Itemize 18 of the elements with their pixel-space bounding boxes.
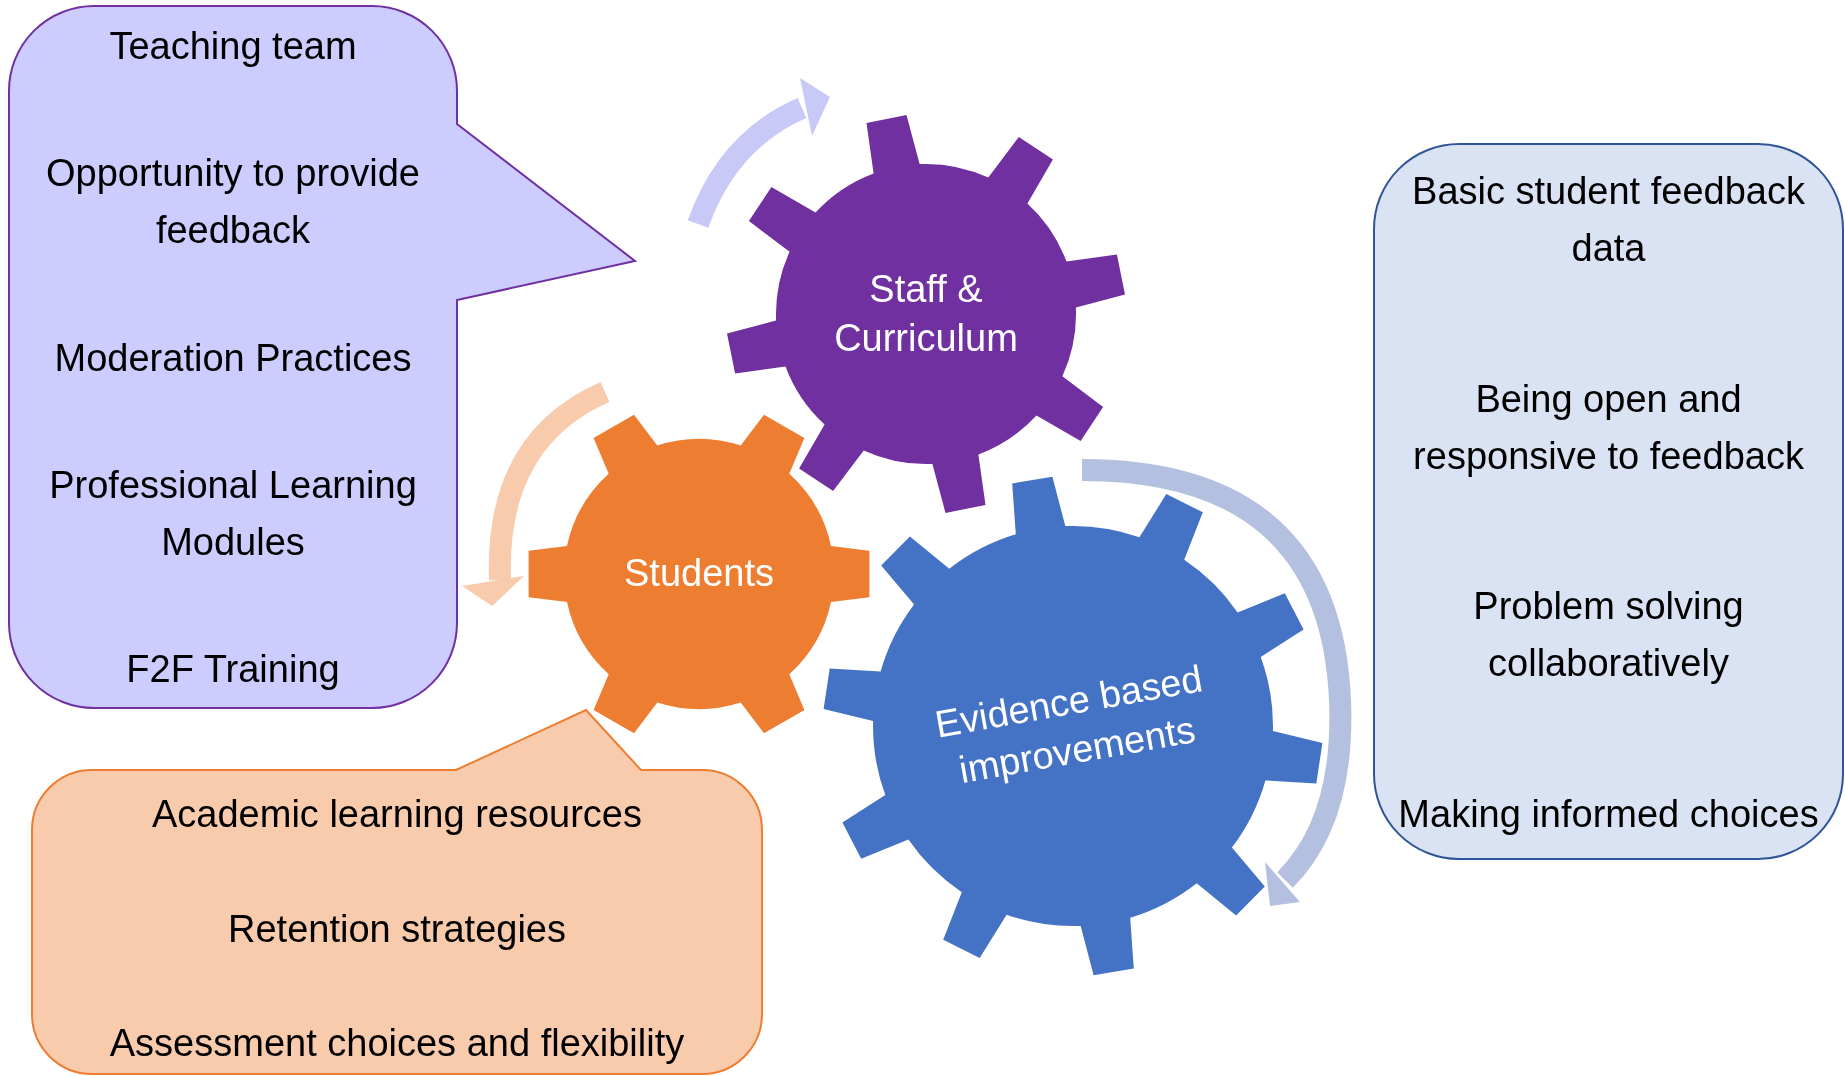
callout-text: Retention strategies xyxy=(227,906,567,952)
callout-text: Professional Learning Modules xyxy=(48,462,418,565)
speech-bubble xyxy=(32,708,764,1075)
callout-text: Basic student feedback data xyxy=(1411,169,1806,271)
callout-text: Problem solving collaboratively xyxy=(1472,584,1745,687)
gear-label: Evidence based improvements xyxy=(930,655,1207,794)
callout-text: Being open and responsive to feedback xyxy=(1412,376,1805,479)
callout-text: Making informed choices xyxy=(1397,791,1820,837)
callout-text: Opportunity to provide feedback xyxy=(45,151,421,254)
gear-label: Staff & Curriculum xyxy=(833,266,1019,361)
callout-text: Assessment choices and flexibility xyxy=(108,1021,686,1066)
callout-text: Moderation Practices xyxy=(53,335,413,381)
gear-label: Students xyxy=(623,551,775,597)
callout-text: Teaching team xyxy=(108,24,358,69)
callout-text: Academic learning resources xyxy=(151,792,643,837)
gear xyxy=(726,114,1126,514)
callout-text: F2F Training xyxy=(125,647,341,692)
gear xyxy=(823,476,1323,976)
